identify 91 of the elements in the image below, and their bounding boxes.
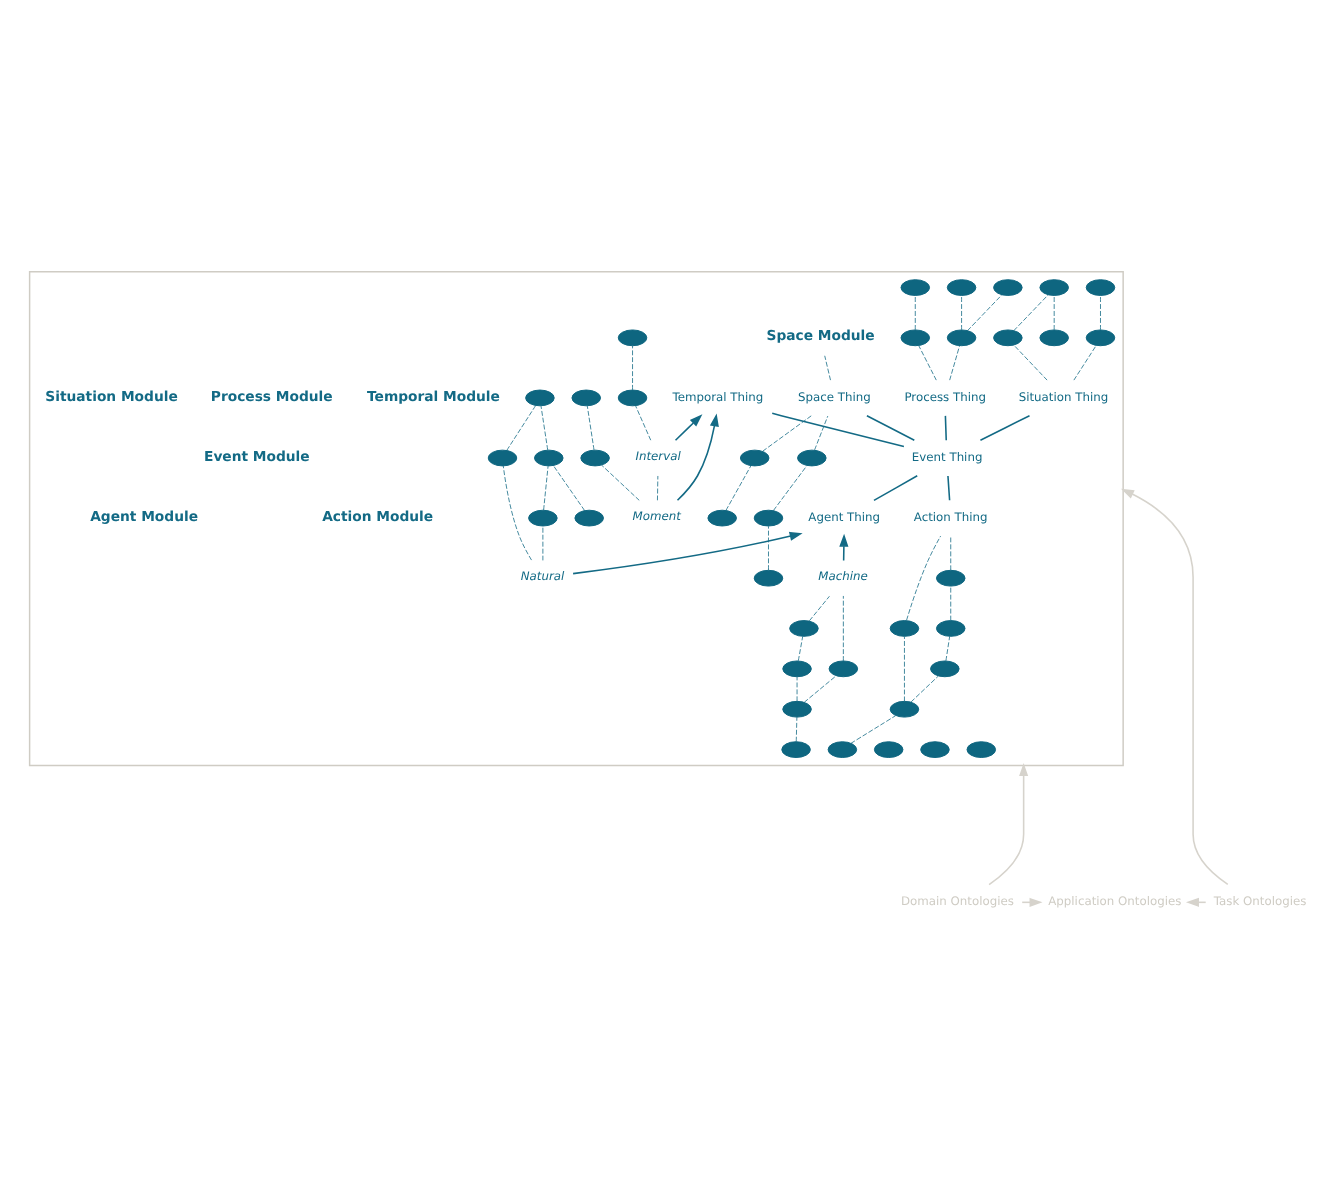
connector [540, 405, 549, 451]
node-ellipse [528, 509, 558, 527]
connector [906, 535, 941, 621]
connector [601, 464, 640, 501]
connector [762, 415, 812, 452]
node-ellipse [739, 449, 770, 467]
node-ellipse [920, 741, 950, 758]
connector [632, 345, 633, 391]
node-ellipse [935, 569, 966, 587]
node-ellipse [574, 509, 604, 527]
node-ellipse [966, 741, 997, 758]
node-ellipse [873, 741, 904, 758]
connector [918, 345, 937, 381]
node-ellipse [946, 329, 977, 347]
node-ellipse [900, 279, 931, 296]
connector [635, 405, 652, 441]
connector [914, 295, 916, 331]
node-ellipse [1039, 329, 1069, 347]
node-ellipse [707, 509, 737, 527]
arrow [676, 413, 719, 502]
node-ellipse [827, 741, 858, 758]
connector [797, 636, 804, 662]
connector [904, 636, 905, 702]
arrow [674, 414, 703, 441]
node-ellipse [1085, 279, 1116, 296]
node-ellipse [889, 620, 920, 637]
node-ellipse [571, 389, 601, 407]
node-ellipse [580, 449, 610, 467]
node-ellipse [935, 620, 966, 637]
connector [967, 294, 1003, 331]
connector [1013, 294, 1049, 331]
node-ellipse [617, 329, 648, 347]
node-ellipse [487, 449, 518, 467]
connector [910, 675, 939, 703]
connector [586, 405, 595, 451]
connector [796, 676, 798, 702]
node-ellipse [993, 279, 1023, 296]
connector [950, 535, 952, 571]
connector [814, 415, 829, 451]
connector [768, 525, 769, 571]
connector [506, 405, 537, 451]
connector [1073, 345, 1097, 381]
connector [771, 412, 905, 448]
cluster [28, 271, 1124, 767]
node-ellipse [789, 620, 819, 637]
connector [873, 475, 919, 502]
node-ellipse [534, 449, 564, 467]
connector [1100, 295, 1101, 331]
connector [866, 414, 916, 441]
node-ellipse [753, 569, 784, 587]
node-ellipse [753, 509, 784, 527]
connector [945, 636, 951, 662]
node-ellipse [993, 329, 1023, 347]
connector [950, 585, 952, 621]
connector [1053, 295, 1055, 331]
node-ellipse [617, 389, 648, 407]
connector [809, 595, 830, 622]
node-ellipse [930, 660, 960, 678]
connector [502, 465, 532, 561]
node-ellipse [782, 660, 812, 678]
connector [725, 465, 752, 511]
connector [850, 715, 896, 744]
connector [542, 525, 544, 561]
node-ellipse [946, 279, 977, 296]
connector [795, 716, 798, 742]
connector [803, 675, 837, 703]
arrow [839, 533, 849, 562]
arrow [988, 763, 1029, 886]
node-ellipse [900, 329, 931, 347]
connector [553, 465, 585, 511]
node-ellipse [828, 660, 859, 678]
node-ellipse [782, 700, 812, 718]
connector [842, 595, 844, 662]
connector [543, 465, 549, 511]
connector [944, 415, 947, 441]
connector [961, 295, 962, 331]
connector [657, 475, 659, 501]
node-ellipse [889, 700, 920, 718]
connector [949, 345, 960, 381]
connector [947, 475, 951, 502]
arrow [1121, 488, 1229, 886]
arrow [572, 531, 803, 575]
node-ellipse [1039, 279, 1069, 296]
connector [1013, 344, 1048, 381]
node-ellipse [781, 741, 811, 758]
connector [773, 465, 808, 511]
node-ellipse [797, 449, 827, 467]
connector [979, 414, 1031, 441]
node-ellipse [1085, 329, 1116, 347]
connector [824, 355, 831, 381]
node-ellipse [525, 389, 555, 407]
